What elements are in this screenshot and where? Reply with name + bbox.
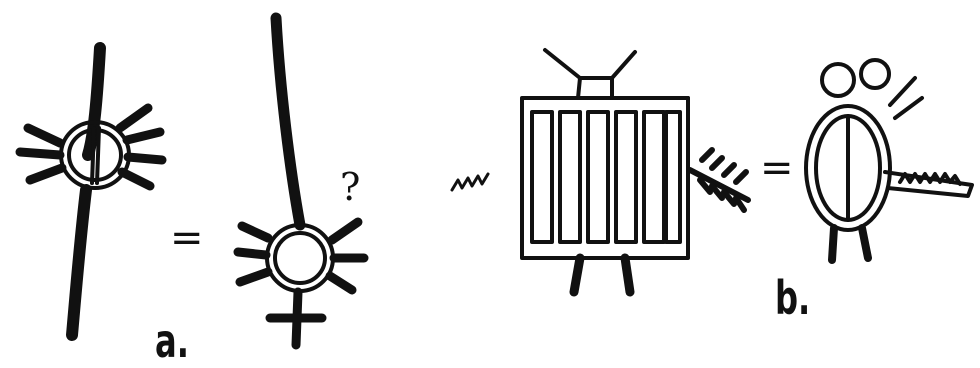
equals-sign-a: =: [170, 218, 204, 258]
question-mark: ?: [340, 168, 360, 206]
zigzag-mark: [452, 174, 488, 190]
equals-sign-b: =: [760, 148, 794, 188]
glyph-a-sun-staff: [20, 48, 162, 335]
glyph-b-bird-figure: [806, 60, 972, 260]
label-a: a.: [155, 318, 189, 364]
label-b: b.: [775, 275, 810, 321]
glyph-b-striped-figure: [522, 50, 748, 292]
